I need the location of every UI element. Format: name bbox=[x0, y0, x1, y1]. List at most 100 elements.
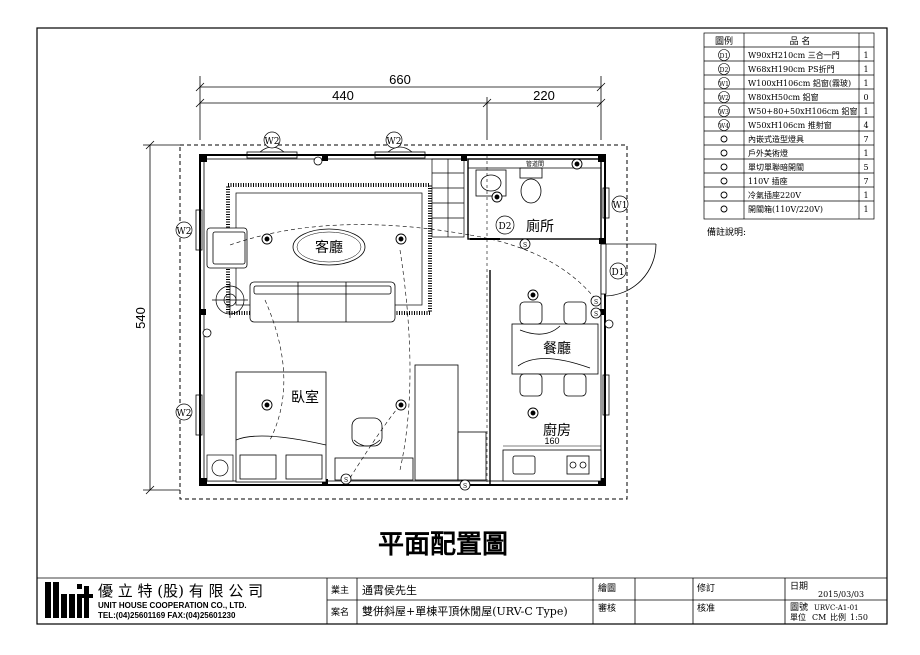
case-label: 案名 bbox=[331, 606, 349, 618]
w2-tag-3: W2 bbox=[177, 227, 192, 237]
window-tags bbox=[175, 131, 629, 421]
legend-item-qty: 1 bbox=[863, 107, 868, 116]
legend-code: D2 bbox=[720, 67, 729, 74]
legend-code-circle bbox=[718, 49, 730, 61]
legend-code-circle bbox=[718, 105, 730, 117]
switches bbox=[202, 156, 614, 491]
legend-item-qty: 0 bbox=[863, 93, 868, 102]
legend-note: 備註說明: bbox=[707, 226, 746, 238]
d1-tag: D1 bbox=[612, 268, 625, 278]
approve-label: 核准 bbox=[697, 602, 715, 614]
sheet-border bbox=[36, 27, 888, 625]
legend-item-qty: 7 bbox=[863, 177, 868, 186]
title-block-grid bbox=[37, 577, 887, 624]
date-label: 日期 bbox=[790, 581, 808, 592]
legend-symbol-icon bbox=[720, 149, 728, 157]
legend-item-name: 冷氣插座220V bbox=[748, 190, 801, 200]
w2-tag-4: W2 bbox=[177, 409, 192, 419]
building-outline bbox=[179, 144, 628, 500]
switch-5: S bbox=[463, 483, 467, 490]
legend-item-name: W50xH106cm 推射窗 bbox=[748, 120, 832, 130]
dimension-left-width: 440 bbox=[332, 88, 354, 103]
legend-item-qty: 7 bbox=[863, 135, 868, 144]
scale-label: 比例 bbox=[830, 612, 846, 622]
bed bbox=[235, 371, 327, 483]
owner-value: 通霄侯先生 bbox=[362, 583, 417, 597]
entry-door bbox=[600, 243, 657, 297]
desk-chair bbox=[351, 417, 383, 447]
switch-1: S bbox=[523, 242, 527, 249]
legend-item-qty: 1 bbox=[863, 65, 868, 74]
legend-symbol-icon bbox=[720, 177, 728, 185]
duct-label: 管道間 bbox=[526, 160, 544, 168]
date-value: 2015/03/03 bbox=[818, 590, 864, 599]
armchair bbox=[206, 227, 248, 269]
dimension-lines bbox=[143, 76, 606, 495]
revise-label: 修訂 bbox=[697, 582, 715, 594]
legend-code: W4 bbox=[719, 123, 729, 130]
legend-code: W2 bbox=[719, 95, 729, 102]
legend-item-name: 戶外美術燈 bbox=[748, 148, 788, 158]
room-dining: 餐廳 bbox=[543, 340, 571, 357]
legend-item-qty: 1 bbox=[863, 191, 868, 200]
nightstand bbox=[206, 454, 234, 482]
legend-item-name: 內嵌式造型燈具 bbox=[748, 134, 804, 144]
legend-item-name: 110V 插座 bbox=[748, 176, 788, 186]
legend-item-name: 單切單聯暗開關 bbox=[748, 162, 804, 172]
legend-code: W1 bbox=[719, 81, 729, 88]
legend-code-circle bbox=[718, 91, 730, 103]
draw-label: 繪圖 bbox=[598, 582, 616, 594]
legend-code: D1 bbox=[720, 53, 729, 60]
legend-item-qty: 1 bbox=[863, 51, 868, 60]
legend-item-name: W100xH106cm 鋁窗(霧玻) bbox=[748, 78, 851, 88]
review-label: 審核 bbox=[598, 602, 616, 614]
dining-table bbox=[511, 301, 599, 397]
legend-item-name: W90xH210cm 三合一門 bbox=[748, 50, 840, 60]
company-name-en: UNIT HOUSE COOPERATION CO., LTD. bbox=[98, 601, 247, 610]
legend-code-circle bbox=[718, 119, 730, 131]
legend-item-qty: 1 bbox=[863, 149, 868, 158]
w1-tag: W1 bbox=[613, 201, 628, 211]
legend-symbol-icon bbox=[720, 135, 728, 143]
dimension-right-width: 220 bbox=[533, 88, 555, 103]
legend-table bbox=[703, 32, 875, 220]
side-lamp bbox=[212, 282, 248, 318]
circuit-lines bbox=[229, 224, 601, 479]
legend-item-name: W50+80+50xH106cm 鋁窗 bbox=[748, 106, 858, 116]
counter-dimension: 160 bbox=[544, 436, 559, 446]
company-name-cn: 優 立 特 (股) 有 限 公 司 bbox=[98, 582, 263, 600]
drawing-no-label: 圖號 bbox=[790, 601, 808, 613]
legend-symbol-icon bbox=[720, 191, 728, 199]
bedroom-wardrobe bbox=[334, 364, 487, 481]
sofa bbox=[249, 281, 396, 323]
legend-item-qty: 5 bbox=[863, 163, 868, 172]
drawing-no-value: URVC-A1-01 bbox=[814, 604, 858, 612]
legend-symbol-icon bbox=[720, 163, 728, 171]
room-living: 客廳 bbox=[315, 239, 343, 256]
legend-item-qty: 4 bbox=[863, 121, 868, 130]
legend-code-circle bbox=[718, 63, 730, 75]
w2-tag-1: W2 bbox=[265, 137, 280, 147]
d2-tag: D2 bbox=[499, 222, 512, 232]
w2-tag-2: W2 bbox=[387, 137, 402, 147]
legend-item-qty: 1 bbox=[863, 79, 868, 88]
switch-2: S bbox=[594, 299, 598, 306]
closet bbox=[431, 158, 465, 238]
kitchen-counter bbox=[502, 445, 602, 482]
dimension-total-width: 660 bbox=[389, 72, 411, 87]
legend-item-name: W80xH50cm 鋁窗 bbox=[748, 92, 819, 102]
scale-value: 1:50 bbox=[850, 613, 868, 622]
unit-label: 單位 bbox=[790, 612, 806, 622]
unit-value: CM bbox=[812, 613, 826, 622]
company-contact: TEL:(04)25601169 FAX:(04)25601230 bbox=[98, 611, 236, 620]
legend-header-code: 圖例 bbox=[715, 35, 733, 47]
legend-code-circle bbox=[718, 77, 730, 89]
drawing-title: 平面配置圖 bbox=[378, 530, 508, 560]
dimension-height: 540 bbox=[133, 307, 148, 329]
legend-item-name: 開關箱(110V/220V) bbox=[748, 204, 823, 214]
legend-code: W3 bbox=[719, 109, 729, 116]
case-value: 雙併斜屋+單棟平頂休閒屋(URV-C Type) bbox=[362, 604, 568, 618]
legend-header-name: 品 名 bbox=[790, 35, 811, 47]
